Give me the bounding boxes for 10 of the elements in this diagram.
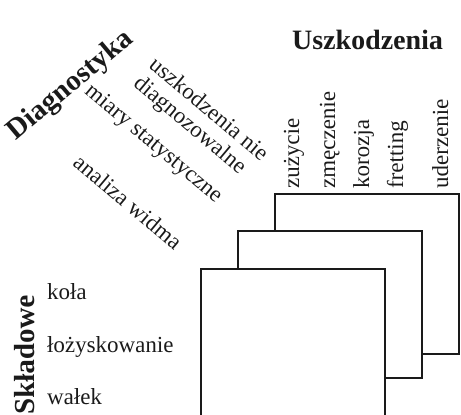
axis-item: korozja: [350, 119, 374, 188]
axis-title: Składowe: [10, 294, 40, 414]
axis-item: koła: [47, 280, 87, 304]
axis-item: zmęczenie: [316, 90, 340, 188]
axis-item: łożyskowanie: [47, 333, 174, 358]
axis-item: uderzenie: [429, 98, 454, 188]
axis-item: wałek: [47, 385, 102, 410]
axis-item: zużycie: [280, 118, 304, 188]
axis-title: Uszkodzenia: [292, 26, 443, 56]
axis-item: fretting: [384, 120, 408, 188]
